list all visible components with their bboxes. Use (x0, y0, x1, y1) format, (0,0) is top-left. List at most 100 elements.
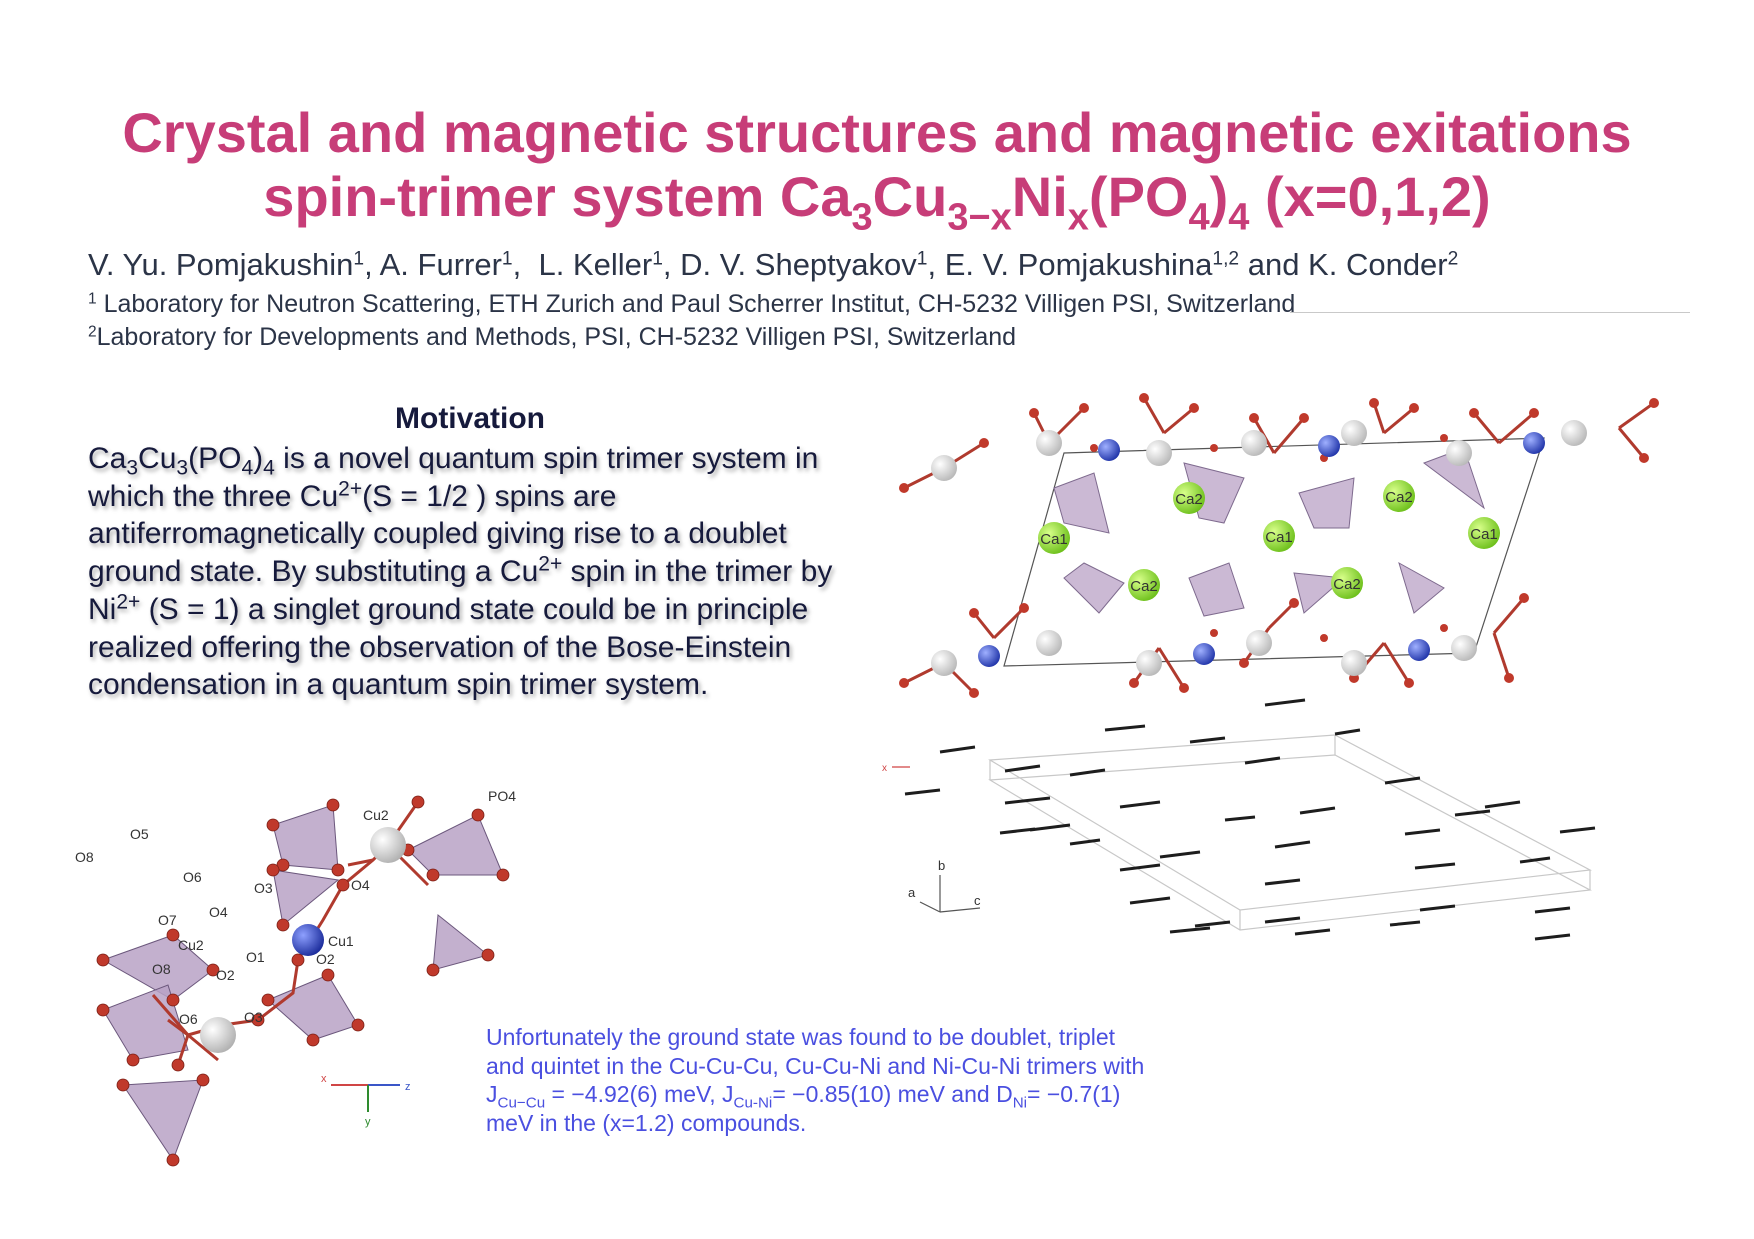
calcium-atoms: Ca2 Ca2 Ca1 Ca1 Ca1 Ca2 Ca2 (1038, 480, 1500, 601)
axis-label-c: c (974, 893, 981, 908)
polyhedra (101, 804, 504, 1162)
note-line: meV in the (x=1.2) compounds. (486, 1109, 1226, 1138)
axis-label-z: z (405, 1081, 411, 1093)
title-text: (x=0,1,2) (1249, 165, 1491, 228)
body-text: (PO (188, 442, 242, 475)
author-name: L. Keller (538, 247, 653, 282)
crystal-structure-figure: Ca2 Ca2 Ca1 Ca1 Ca1 Ca2 Ca2 (899, 393, 1659, 698)
author-affiliation-mark: 1 (501, 248, 513, 270)
atom-label-ca2: Ca2 (1130, 578, 1158, 595)
poster-title-line1: Crystal and magnetic structures and magn… (122, 101, 1632, 164)
note-subscript: Cu-Ni (733, 1094, 773, 1112)
label-o4: O4 (351, 877, 370, 893)
atom-label-ca1: Ca1 (1470, 526, 1498, 543)
author-list: V. Yu. Pomjakushin1, A. Furrer1, L. Kell… (88, 247, 1459, 282)
body-superscript: 2+ (338, 477, 363, 501)
cu2-atom-upper (370, 827, 406, 863)
label-po4: PO4 (488, 788, 516, 804)
axis-label-b: b (938, 858, 945, 873)
note-text: Unfortunately the ground state was found… (486, 1024, 1116, 1050)
affiliation-text: Laboratory for Neutron Scattering, ETH Z… (103, 290, 1296, 318)
conclusion-note: Unfortunately the ground state was found… (486, 1023, 1226, 1137)
body-text: (S = 1/2 ) spins are antiferromagnetical… (88, 479, 787, 589)
title-subscript: 4 (1188, 196, 1210, 239)
author-name: K. Conder (1308, 247, 1448, 282)
poster-title-line2: spin-trimer system Ca3Cu3−xNix(PO4)4 (x=… (0, 165, 1754, 236)
atom-label-ca2: Ca2 (1333, 576, 1361, 593)
abc-axes (919, 875, 981, 913)
po4-tetrahedra (1053, 447, 1485, 617)
author-affiliation-mark: 1,2 (1212, 248, 1240, 270)
note-subscript: Ni (1012, 1094, 1028, 1112)
body-text: ) (253, 442, 264, 475)
cu2-atom-lower (200, 1017, 236, 1053)
copper-atoms-white (931, 420, 1587, 676)
note-text: = −0.85(10) meV and D (772, 1081, 1013, 1107)
author-name: E. V. Pomjakushina (944, 247, 1213, 282)
author-affiliation-mark: 1 (353, 248, 365, 270)
label-o2: O2 (216, 967, 235, 983)
note-text: and quintet in the Cu-Cu-Cu, Cu-Cu-Ni an… (486, 1052, 1145, 1079)
author-name: D. V. Sheptyakov (680, 247, 917, 282)
divider-line (1290, 312, 1690, 313)
label-cu1: Cu1 (328, 933, 354, 949)
note-text: J (486, 1081, 498, 1107)
affiliation-1: 1 Laboratory for Neutron Scattering, ETH… (88, 290, 1295, 319)
label-o5: O5 (130, 826, 149, 842)
body-text: Ca (88, 442, 127, 475)
title-text: Ni (1011, 165, 1068, 228)
axis-label-x: x (321, 1073, 327, 1085)
label-o6: O6 (179, 1011, 198, 1027)
cu1-atom (292, 924, 324, 956)
note-line: and quintet in the Cu-Cu-Cu, Cu-Cu-Ni an… (486, 1052, 1226, 1081)
body-superscript: 2+ (538, 552, 563, 576)
title-subscript: 4 (1228, 196, 1250, 239)
title-subscript: 3 (851, 196, 873, 239)
title-text: Cu (872, 165, 948, 228)
label-o1: O1 (246, 949, 265, 965)
spin-arrows (904, 698, 1596, 941)
title-subscript: 3−x (947, 196, 1012, 239)
note-text: = −4.92(6) meV, J (545, 1081, 734, 1107)
atom-label-ca2: Ca2 (1175, 491, 1203, 508)
note-line: Unfortunately the ground state was found… (486, 1023, 1226, 1052)
label-o7: O7 (158, 912, 177, 928)
magnetic-cell-box (988, 734, 1592, 931)
author-affiliation-mark: 1 (916, 248, 928, 270)
atom-label-ca1: Ca1 (1265, 529, 1293, 546)
note-line: JCu−Cu = −4.92(6) meV, JCu-Ni= −0.85(10)… (486, 1080, 1226, 1112)
body-superscript: 2+ (116, 590, 141, 614)
body-subscript: 3 (126, 456, 139, 480)
affiliation-2: 2Laboratory for Developments and Methods… (88, 323, 1016, 352)
note-subscript: Cu−Cu (497, 1094, 546, 1112)
label-o4: O4 (209, 904, 228, 920)
author-affiliation-mark: 1 (652, 248, 663, 270)
axis-label-y: y (365, 1116, 371, 1128)
title-text: ) (1209, 165, 1229, 228)
axis-label-x: x (882, 763, 887, 774)
label-cu2: Cu2 (178, 937, 204, 953)
title-text: (PO (1088, 165, 1189, 228)
author-name: V. Yu. Pomjakushin (88, 247, 354, 282)
label-o3: O3 (254, 880, 273, 896)
author-affiliation-mark: 2 (1447, 248, 1459, 270)
body-text: spin in the trimer by Ni (88, 555, 833, 626)
note-text: meV in the (x=1.2) compounds. (486, 1109, 807, 1136)
affiliation-mark: 2 (88, 323, 97, 341)
affiliation-text: Laboratory for Developments and Methods,… (96, 323, 1017, 351)
magnetic-structure-figure: c b a x (882, 698, 1596, 941)
atom-label-ca2: Ca2 (1385, 489, 1413, 506)
author-name: A. Furrer (379, 247, 502, 282)
title-subscript: x (1067, 196, 1089, 239)
label-cu2: Cu2 (363, 807, 389, 823)
copper-atoms-blue (978, 432, 1545, 667)
label-o6: O6 (183, 869, 202, 885)
body-text: Cu (138, 442, 177, 475)
motivation-paragraph: Ca3Cu3(PO4)4 is a novel quantum spin tri… (88, 440, 888, 704)
body-subscript: 4 (241, 456, 254, 480)
atom-label-ca1: Ca1 (1040, 531, 1068, 548)
body-text: (S = 1) a singlet ground state could be … (88, 592, 809, 702)
body-subscript: 3 (176, 456, 189, 480)
body-text: is a novel quantum spin trimer system in… (88, 442, 819, 513)
note-text: = −0.7(1) (1027, 1081, 1121, 1107)
